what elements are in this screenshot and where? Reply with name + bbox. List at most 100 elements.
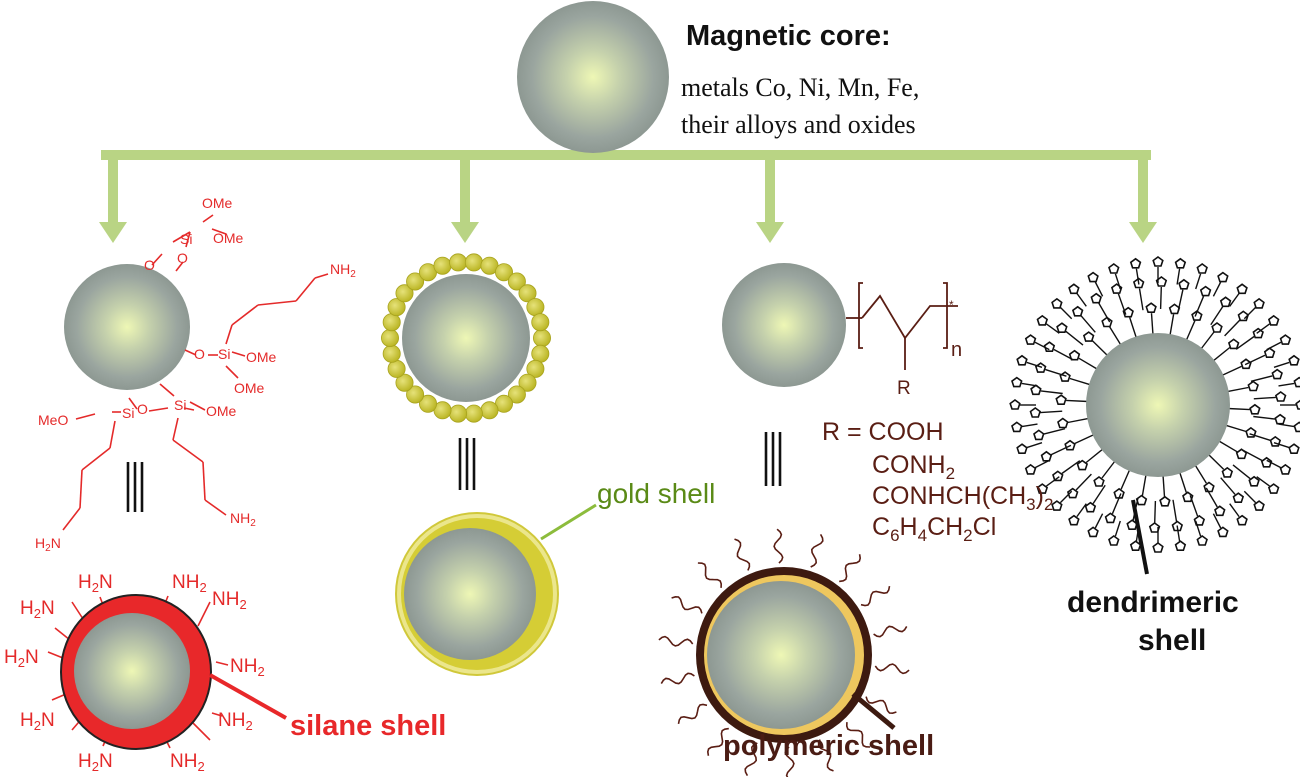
dendrimer-branch [1159,286,1162,310]
arrow-head-2 [451,222,479,243]
gold-bead [380,328,399,347]
polymer-chain [744,742,758,776]
dendrimer-branch [1195,520,1202,537]
dendrimer-branch [1043,428,1066,435]
dendrimer-branch [1194,295,1205,317]
dendrimer-branch [1200,331,1215,350]
dendrimer-unit [1214,505,1226,517]
polymer-structure: * n R [722,263,962,399]
dendrimer-branch [1076,503,1087,518]
dendrimer-unit [1236,283,1248,295]
dendrimer-branch [1244,354,1266,366]
dendrimer-unit [1057,417,1069,429]
svg-text:O: O [177,250,188,266]
dendrimer-unit [1016,354,1028,366]
dendrimer-branch [1253,415,1276,420]
dendrimer-branch [1117,293,1127,315]
dendrimer-branch [1278,423,1295,428]
dendrimer-branch [1045,476,1060,487]
dendrimer-unit [1043,341,1056,353]
r-group-chlorobenzyl: C6H4CH2Cl [872,513,997,545]
dendrimer-branch [1232,464,1251,480]
dendrimer-branch [1169,314,1175,337]
gold-bead [526,359,545,378]
polymer-chain [874,663,910,675]
svg-text:NH2: NH2 [172,572,207,595]
dendrimer-branch [1189,495,1199,517]
dendrimer-branch [1253,396,1276,400]
dendrimer-unit [1236,514,1248,526]
dendrimer-unit [1253,298,1265,309]
polymer-chain [658,635,694,647]
dendrimer-unit [1084,501,1097,513]
silane-coated-particle: H2N NH2 H2N NH2 H2N NH2 H2N NH2 H2N NH2 [4,572,265,774]
magnetic-core-top [517,1,669,153]
dendrimer-branch [1185,320,1196,342]
svg-text:H2N: H2N [4,647,39,670]
dendrimer-branch [1178,471,1187,493]
dendrimer-unit [1217,526,1229,538]
svg-text:OMe: OMe [246,349,277,365]
dendrimer-branch [1050,444,1072,456]
gold-bead [507,272,526,291]
dendrimer-unit [1087,526,1099,538]
dendrimer-unit [1056,322,1068,334]
dendrimer-branch [1224,319,1241,337]
dendrimer-branch [1069,377,1092,386]
dendrimer-branch [1138,288,1144,311]
dendrimer-unit [1101,316,1113,328]
connector-bar [101,150,1151,160]
polymer-chain [817,739,834,772]
dendrimer-branch [1243,490,1257,504]
dendrimer-branch [1212,281,1222,297]
dendrimer-unit [1271,368,1283,380]
dendrimer-branch [1229,503,1240,518]
svg-text:OMe: OMe [213,230,244,246]
equivalent-symbol-3 [764,432,782,486]
dendrimer-unit [1295,399,1300,410]
dendrimer-branch [1235,335,1255,350]
dendrimer-unit [1174,540,1187,552]
polymer-leader [851,692,896,730]
dendrimer-branch [1212,346,1231,362]
dendrimer-unit [1068,514,1080,526]
svg-text:MeO: MeO [38,412,68,428]
polymer-chain [845,722,871,748]
gold-bead [382,313,401,332]
dendrimer-unit [1196,535,1208,546]
dendrimer-branch [1207,453,1225,470]
dendrimer-unit [1293,376,1300,388]
dendrimer-branch [1066,399,1089,403]
arrow-head-1 [99,222,127,243]
dendrimer-branch [1220,477,1236,495]
gold-bead [395,284,414,303]
silane-core [64,264,190,390]
amine-right: NH2 [230,510,256,529]
svg-text:Si: Si [218,346,230,362]
svg-text:Si: Si [174,397,186,413]
dendrimer-unit [1055,394,1067,406]
dendrimeric-shell-label-line-1: dendrimeric [1067,586,1239,619]
dendrimer-unit [1152,542,1164,553]
dendrimer-branch [1172,499,1178,522]
dendrimer-branch [1256,476,1271,487]
dendrimer-unit [1036,315,1048,326]
dendrimer-branch [1026,361,1043,368]
svg-text:H2N: H2N [78,751,113,774]
r-group-conh2: CONH2 [872,451,956,483]
dendrimer-unit [1219,296,1232,308]
dendrimer-branch [1101,460,1116,479]
amine-top: NH2 [330,261,356,280]
dendrimer-unit [1052,470,1064,482]
gold-bead [382,344,401,363]
dendrimer-branch [1194,464,1207,484]
gold-bead [395,373,414,392]
gold-bead [449,404,468,423]
dendrimer-branch [1114,520,1121,537]
dendrimer-branch [1266,459,1282,469]
polymer-chain [860,585,891,607]
dendrimer-branch [1205,487,1218,508]
svg-text:O: O [144,257,155,273]
dendrimer-branch [1120,468,1131,490]
dendrimer-unit [1051,298,1063,309]
